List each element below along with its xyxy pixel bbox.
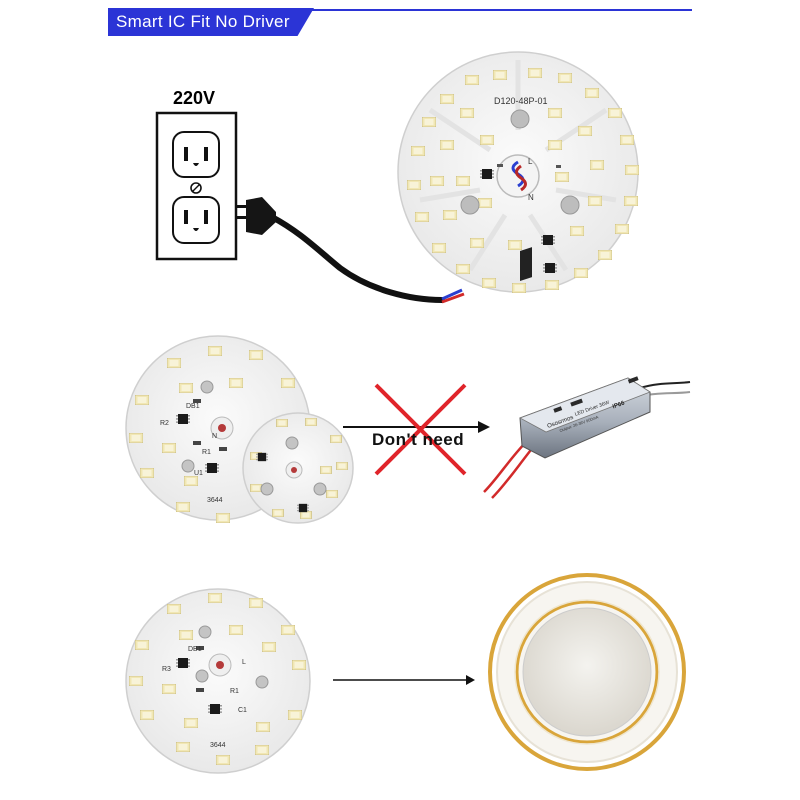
- bottom-board-r1: R1: [230, 688, 239, 695]
- dont-need-label: Don't need: [372, 430, 465, 449]
- small-led-board-front: [242, 412, 354, 524]
- wall-outlet: [155, 111, 238, 261]
- banner-title: Smart IC Fit No Driver: [108, 8, 314, 36]
- main-led-board: [397, 51, 639, 293]
- bottom-board-model: 3644: [210, 742, 226, 749]
- bottom-board-c1: C1: [238, 707, 247, 714]
- main-board-model: D120-48P-01: [494, 96, 548, 106]
- board-model-label: 3644: [207, 497, 223, 504]
- board-label-db1: DB1: [186, 403, 200, 410]
- driver-rating: IP66: [612, 400, 626, 410]
- no-driver-cross: [343, 383, 490, 476]
- voltage-label: 220V: [173, 88, 216, 108]
- board-label-r1: R1: [202, 449, 211, 456]
- led-driver-box: [483, 247, 691, 499]
- board-label-u1: U1: [194, 470, 203, 477]
- bottom-board-r3: R3: [162, 666, 171, 673]
- bottom-led-board: [125, 588, 311, 774]
- power-cord: [236, 197, 465, 304]
- main-board-n-label: N: [528, 193, 534, 202]
- bottom-board-db1: DB1: [188, 646, 202, 653]
- bottom-board-l: L: [242, 659, 246, 666]
- downlight-lamp: [488, 573, 686, 771]
- board-label-n: N: [212, 433, 217, 440]
- main-board-l-label: L: [528, 157, 533, 166]
- banner-rule: [300, 9, 692, 11]
- board-label-r2: R2: [160, 420, 169, 427]
- arrow-icon: [333, 675, 475, 685]
